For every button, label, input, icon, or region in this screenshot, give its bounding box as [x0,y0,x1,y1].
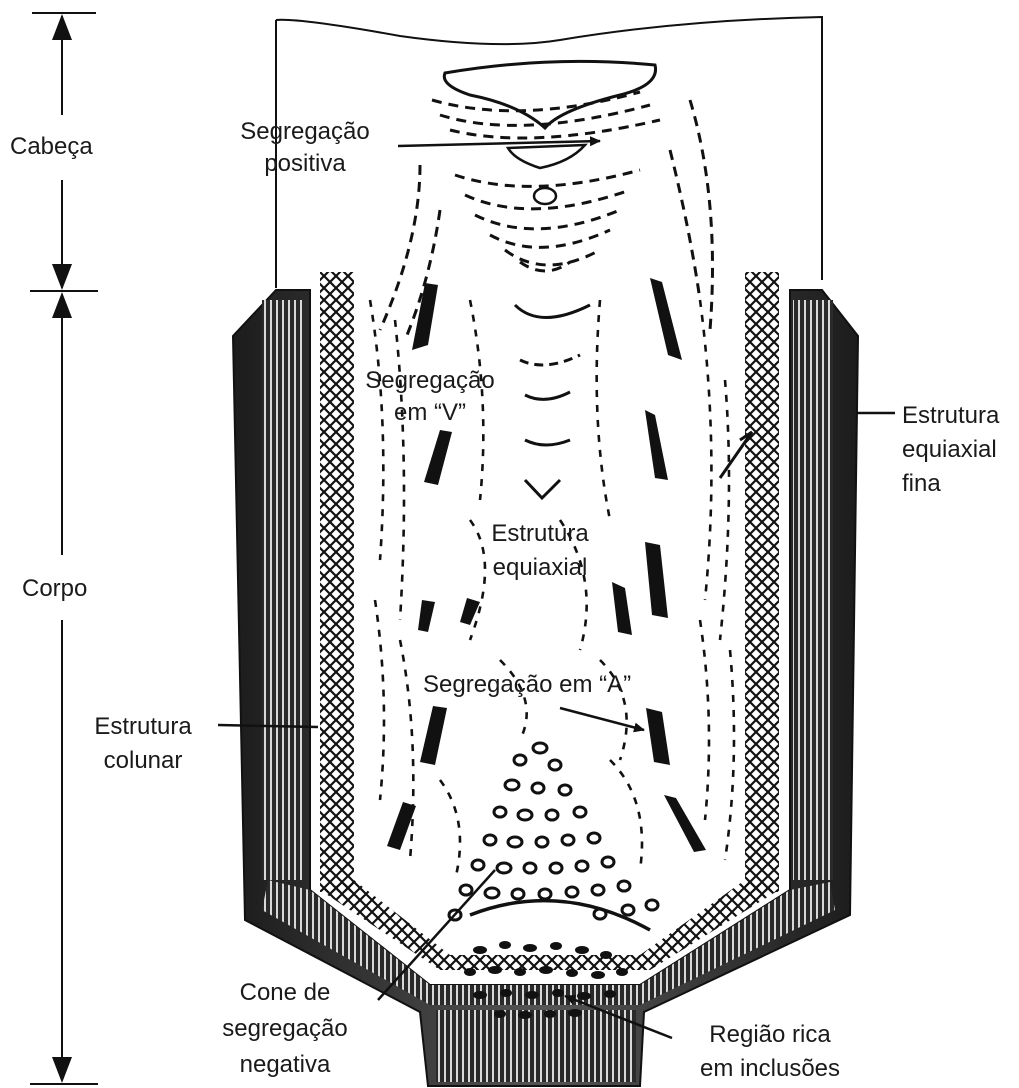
label-segregacao-v: Segregação em “V” [350,365,510,429]
label-line: equiaxial [902,433,999,467]
label-segregacao-positiva: Segregação positiva [225,116,385,180]
label-line: Segregação [225,116,385,148]
label-line: Segregação [350,365,510,397]
label-estrutura-colunar: Estrutura colunar [78,710,208,778]
arrow-segregacao-a [560,708,644,730]
chill-zone-left [262,300,302,880]
label-line: Estrutura [902,399,999,433]
columnar-zone-right [745,272,779,892]
chill-zone-foot [436,1010,636,1082]
label-corpo: Corpo [22,574,87,604]
label-estrutura-equiaxial-fina: Estrutura equiaxial fina [902,399,999,501]
label-line: Estrutura [78,710,208,744]
dimension-lines [30,13,98,1084]
label-line: negativa [210,1047,360,1083]
label-line: em “V” [350,397,510,429]
label-line: Estrutura [465,517,615,551]
label-line: em inclusões [680,1052,860,1086]
v-segregation-chevrons [515,305,590,498]
label-estrutura-equiaxial: Estrutura equiaxial [465,517,615,585]
label-cone-segregacao-negativa: Cone de segregação negativa [210,975,360,1083]
label-cabeca: Cabeça [10,132,93,162]
label-line: equiaxial [465,551,615,585]
label-line: positiva [225,148,385,180]
negative-segregation-cone [449,743,658,930]
label-line: Região rica [680,1018,860,1052]
label-line: segregação [210,1011,360,1047]
secondary-cavity [508,145,585,168]
chill-zone-right [793,300,833,880]
label-line: Cone de [210,975,360,1011]
small-cavity [534,188,556,204]
columnar-zone-left [320,272,354,892]
label-line: colunar [78,744,208,778]
label-line: fina [902,467,999,501]
label-regiao-rica-inclusoes: Região rica em inclusões [680,1018,860,1086]
label-segregacao-a: Segregação em “A” [423,670,631,700]
